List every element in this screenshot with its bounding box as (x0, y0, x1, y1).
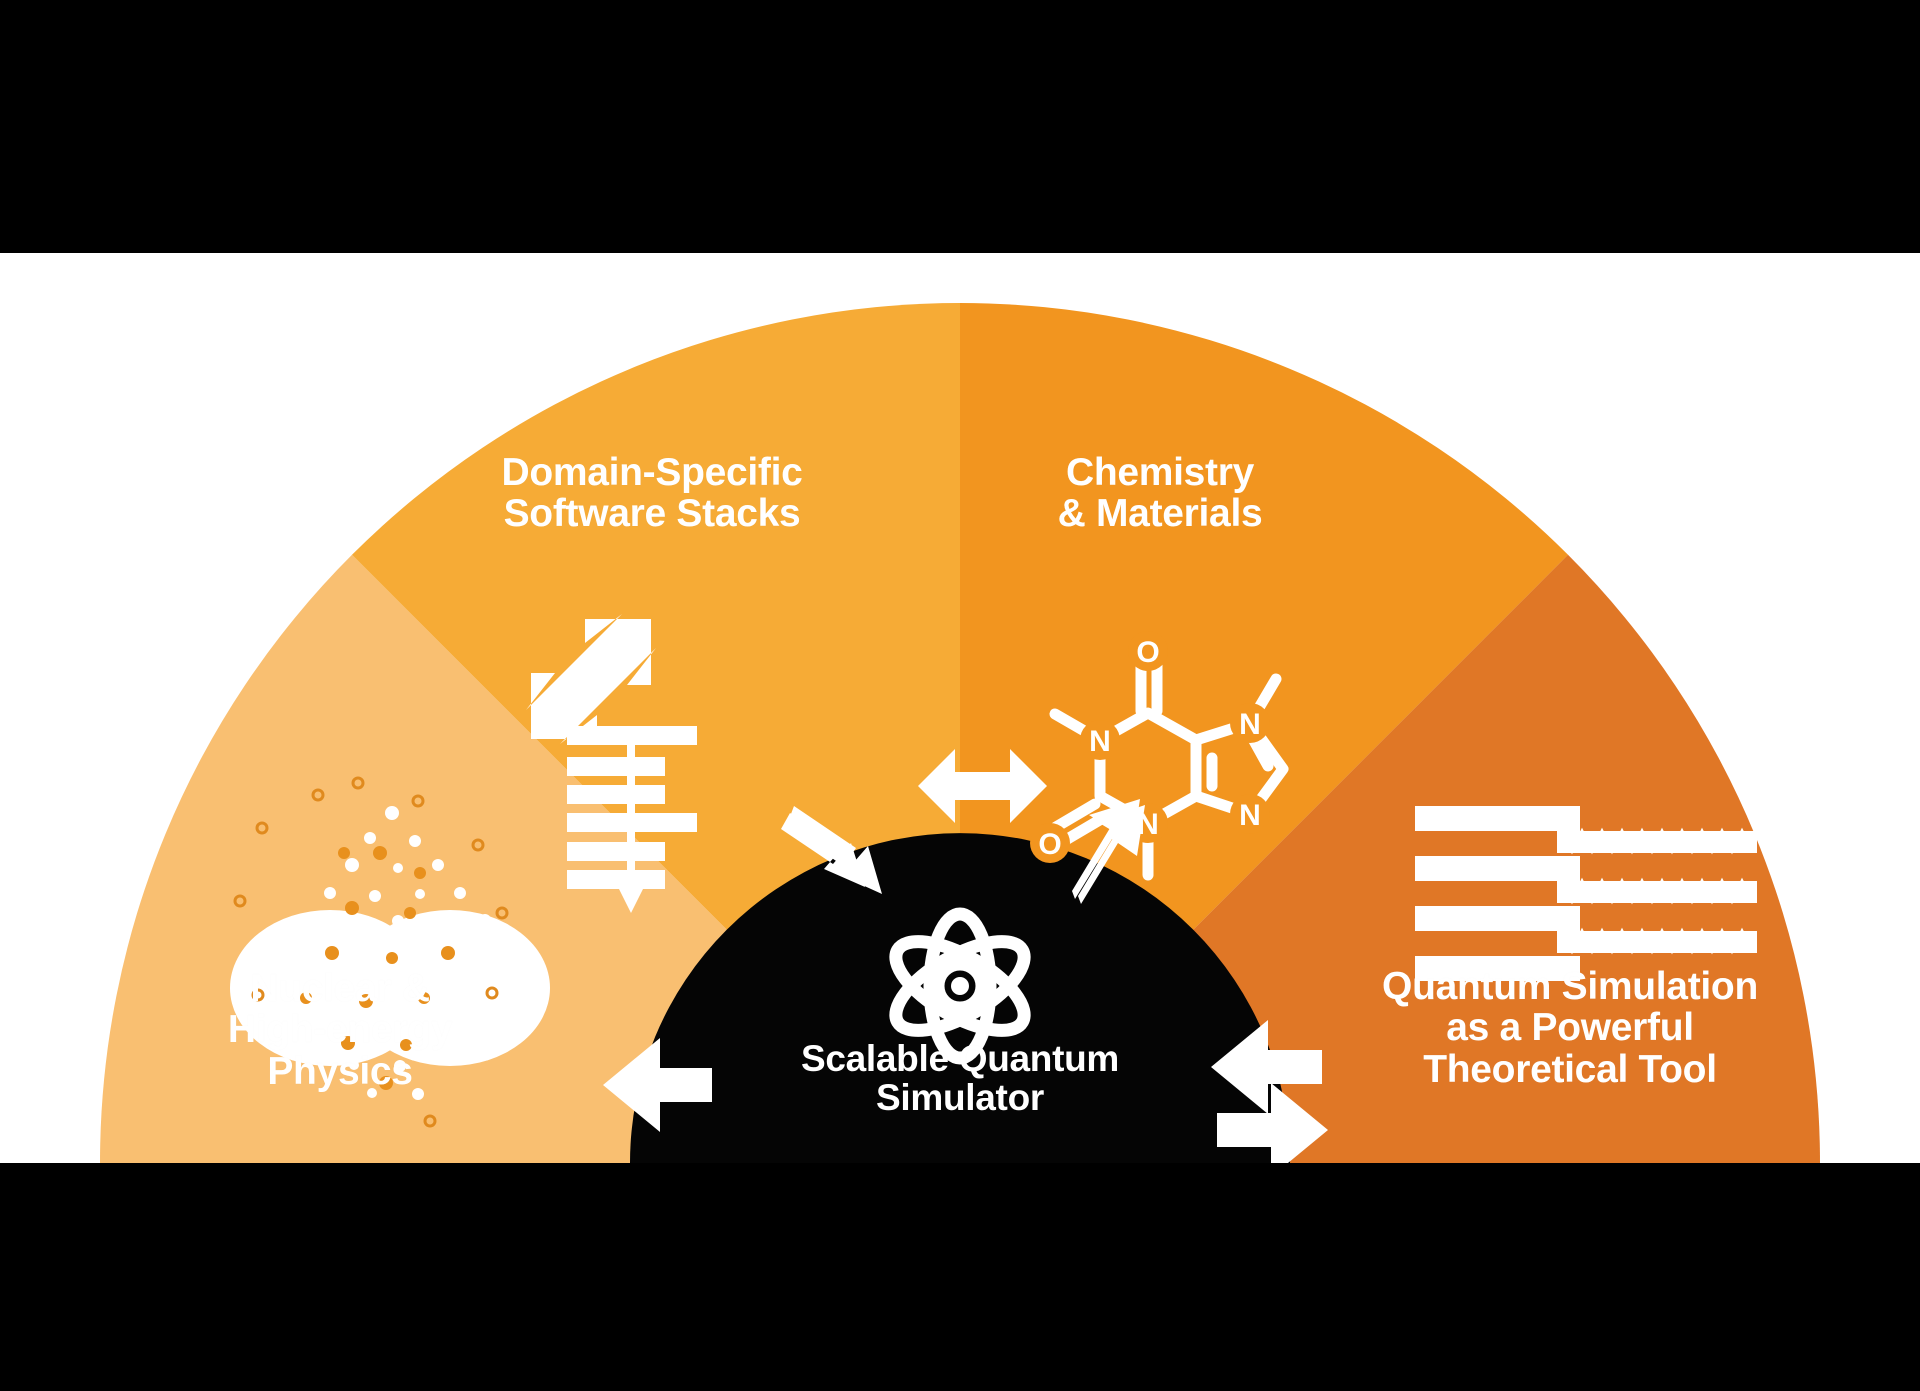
wedge-label-chemistry-materials: Chemistry & Materials (1057, 451, 1263, 536)
chemistry-to-core-up-arrow (1072, 799, 1145, 904)
core-semicircle[interactable] (630, 833, 1290, 1163)
software-stack-layers-icon (567, 726, 697, 913)
particle-collision-icon (230, 776, 550, 1128)
core-to-nuclear-left-arrow (603, 1038, 712, 1132)
lattice-bars-icon (1415, 806, 1757, 981)
wedge-label-domain-specific-software-stacks: Domain-Specific Software Stacks (501, 451, 803, 536)
radial-diagram: O O N N N N (0, 253, 1920, 1163)
core-quantum-left-arrow (1211, 1020, 1322, 1114)
core-to-software-down-arrow (781, 806, 882, 894)
caffeine-atom-labels: O O N N N N (1030, 631, 1270, 863)
atom-nucleus (951, 977, 969, 995)
wedge-label-nuclear-high-energy-physics: Nuclear & High-energy Physics (227, 967, 453, 1093)
core-quantum-right-arrow (1217, 1083, 1328, 1163)
double-headed-horizontal-arrow (918, 749, 1047, 823)
svg-text:N: N (1089, 725, 1111, 758)
zigzag-row-c (1560, 927, 1754, 955)
core-label-scalable-quantum-simulator: Scalable Quantum Simulator (800, 1038, 1119, 1118)
svg-text:O: O (1038, 828, 1061, 861)
wedge-label-quantum-simulation-theoretical-tool: Quantum Simulation as a Powerful Theoret… (1382, 965, 1758, 1091)
svg-text:N: N (1239, 708, 1261, 741)
zigzag-row-a (1560, 827, 1754, 855)
double-headed-diagonal-arrow (526, 614, 656, 744)
svg-text:O: O (1136, 636, 1159, 669)
zigzag-row-b (1560, 877, 1754, 905)
svg-text:N: N (1239, 799, 1261, 832)
atom-icon (889, 907, 1031, 1065)
